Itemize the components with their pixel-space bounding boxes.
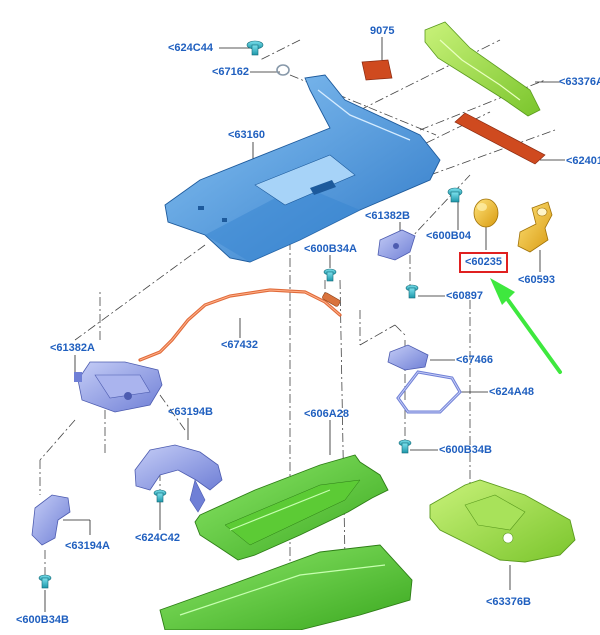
callout-606a28: <606A28 (304, 408, 349, 420)
part-624c44-bolt (246, 40, 264, 56)
callout-63160: <63160 (228, 129, 266, 141)
callout-63376a: <63376A (559, 76, 600, 88)
assembly-line (419, 79, 546, 131)
part-600b34b-screw-mid (398, 439, 412, 454)
callout-62401: <62401 (566, 155, 600, 167)
callout-600b34b-mid: <600B34B (439, 444, 492, 456)
callout-600b04: <600B04 (426, 230, 471, 242)
callout-67432: <67432 (221, 339, 259, 351)
part-60593-latch (517, 201, 553, 253)
part-62401-strip (454, 112, 546, 165)
part-61382b-clip (377, 229, 416, 261)
leader-lines (44, 37, 565, 612)
part-9075-pad (361, 59, 393, 81)
part-624a48-bracket (396, 370, 462, 414)
part-60897-screw (405, 284, 419, 299)
part-600b34a-screw (323, 268, 337, 282)
assembly-line (394, 324, 406, 336)
part-624c42-screw (153, 489, 167, 503)
callout-63194b: <63194B (168, 406, 213, 418)
callout-60897: <60897 (446, 290, 484, 302)
part-63194b-bracket (134, 444, 223, 513)
callout-9075: 9075 (370, 25, 395, 37)
callout-63376b: <63376B (486, 596, 531, 608)
assembly-line (259, 39, 301, 61)
callout-624c44: <624C44 (168, 42, 213, 54)
callout-600b34b-bottom: <600B34B (16, 614, 69, 626)
callout-60235-highlighted: <60235 (459, 252, 509, 273)
callout-624c42: <624C42 (135, 532, 180, 544)
part-63376a-bracket (424, 21, 541, 117)
callout-60593: <60593 (518, 274, 556, 286)
part-61382a-mechanism (74, 361, 163, 413)
part-67432-cable (138, 288, 342, 362)
part-600b04-clip (447, 187, 463, 203)
pointer-arrow (490, 278, 562, 374)
assembly-line (289, 74, 437, 136)
callout-67466: <67466 (456, 354, 494, 366)
part-606a28-tray (159, 454, 413, 631)
part-63160-tray (164, 74, 441, 263)
callout-61382b: <61382B (365, 210, 410, 222)
callout-61382a: <61382A (50, 342, 95, 354)
part-67162-ring (276, 64, 290, 76)
part-67466-clip (387, 344, 429, 371)
part-60235-cap (473, 198, 499, 228)
callout-63194a: <63194A (65, 540, 110, 552)
callout-67162: <67162 (212, 66, 250, 78)
assembly-line (159, 394, 186, 431)
callout-600b34a: <600B34A (304, 243, 357, 255)
part-63376b-tray (429, 479, 576, 563)
assembly-line (429, 129, 556, 176)
assembly-line (359, 324, 396, 346)
part-600b34b-screw-bottom (38, 574, 52, 589)
assembly-line (39, 419, 76, 461)
assembly-line (74, 244, 206, 341)
part-63194a-bracket (31, 494, 71, 546)
callout-624a48: <624A48 (489, 386, 534, 398)
